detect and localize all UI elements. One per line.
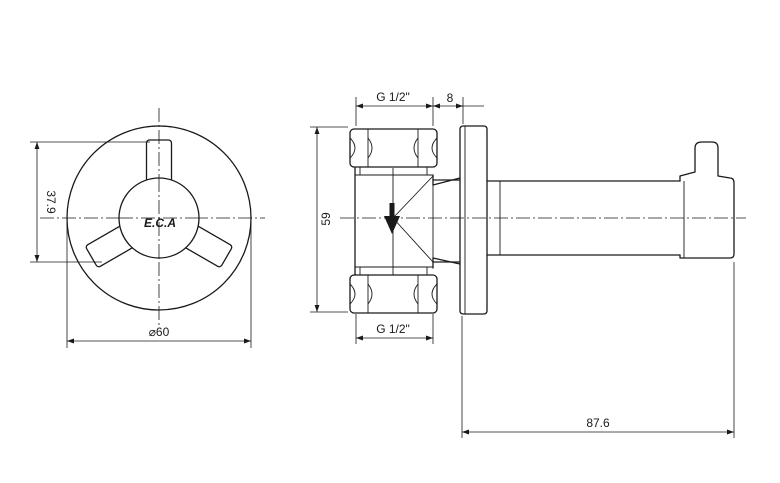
svg-text:G 1/2": G 1/2" (376, 322, 410, 336)
svg-text:⌀60: ⌀60 (149, 325, 170, 339)
valve-passage (392, 168, 434, 275)
dimension-thread-top: G 1/2" (355, 90, 434, 126)
svg-text:G 1/2": G 1/2" (376, 90, 410, 104)
brand-logo: E.C.A (144, 216, 176, 230)
svg-text:37.9: 37.9 (44, 190, 58, 214)
svg-text:59: 59 (319, 212, 333, 226)
dimension-flange-8: 8 (433, 91, 484, 124)
flow-direction-arrow (384, 203, 400, 234)
flange-plate (459, 125, 488, 315)
svg-text:8: 8 (447, 91, 454, 105)
svg-text:87.6: 87.6 (586, 416, 610, 430)
dimension-59: 59 (310, 126, 348, 313)
front-view: E.C.A 37.9 ⌀60 (30, 108, 265, 348)
rosette-circle (66, 125, 252, 311)
dimension-87-6: 87.6 (461, 262, 735, 438)
dimension-thread-bottom: G 1/2" (355, 314, 434, 344)
top-hex-nut (349, 128, 438, 176)
dimension-diameter-60: ⌀60 (66, 220, 252, 348)
handle-end (679, 141, 735, 259)
side-view: G 1/2" 8 59 G 1/2" 87 (310, 90, 746, 438)
dimension-37-9: 37.9 (30, 141, 150, 263)
bottom-hex-nut (349, 266, 438, 314)
